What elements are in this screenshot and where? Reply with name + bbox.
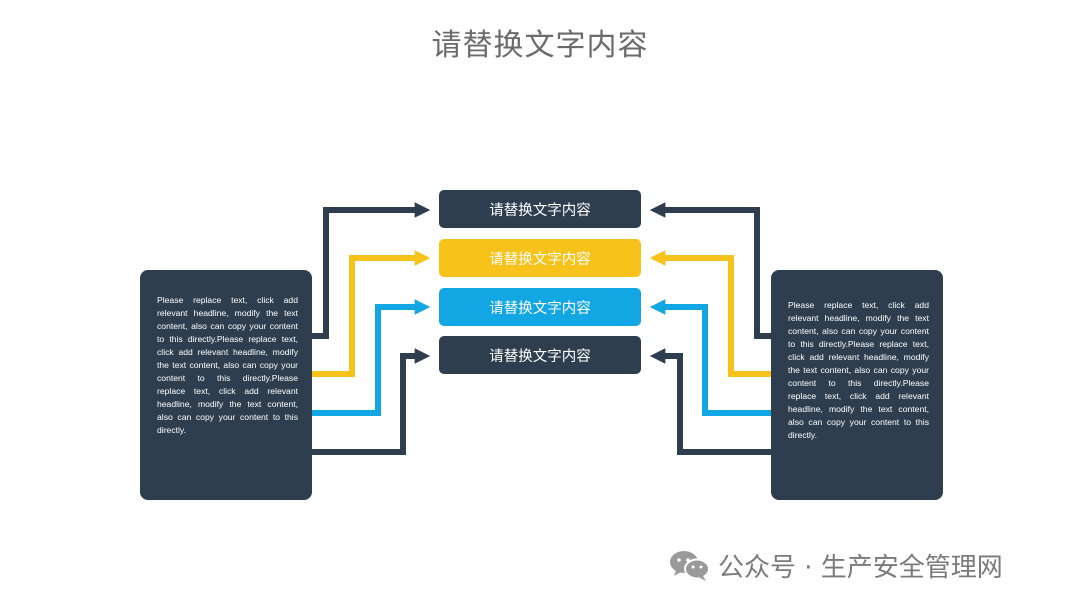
right-panel-text: Please replace text, click add relevant … — [788, 300, 929, 440]
center-box-2: 请替换文字内容 — [439, 239, 641, 277]
footer-watermark: 公众号 · 生产安全管理网 — [668, 545, 1003, 585]
wechat-icon — [670, 551, 710, 581]
left-panel-text: Please replace text, click add relevant … — [157, 295, 298, 435]
arrow-left-1 — [312, 202, 431, 339]
arrow-left-2 — [312, 250, 431, 377]
arrow-right-1 — [649, 202, 771, 339]
arrow-right-4 — [649, 348, 771, 455]
arrow-left-4 — [312, 348, 431, 455]
right-text-panel: Please replace text, click add relevant … — [771, 270, 943, 500]
arrow-left-3 — [312, 299, 431, 416]
center-box-4: 请替换文字内容 — [439, 336, 641, 374]
arrow-right-3 — [649, 299, 771, 416]
center-box-3: 请替换文字内容 — [439, 288, 641, 326]
page-title: 请替换文字内容 — [431, 28, 649, 63]
arrow-right-2 — [649, 250, 771, 377]
footer-text: 公众号 · 生产安全管理网 — [718, 552, 1003, 583]
center-box-1: 请替换文字内容 — [439, 190, 641, 228]
left-text-panel: Please replace text, click add relevant … — [140, 270, 312, 500]
